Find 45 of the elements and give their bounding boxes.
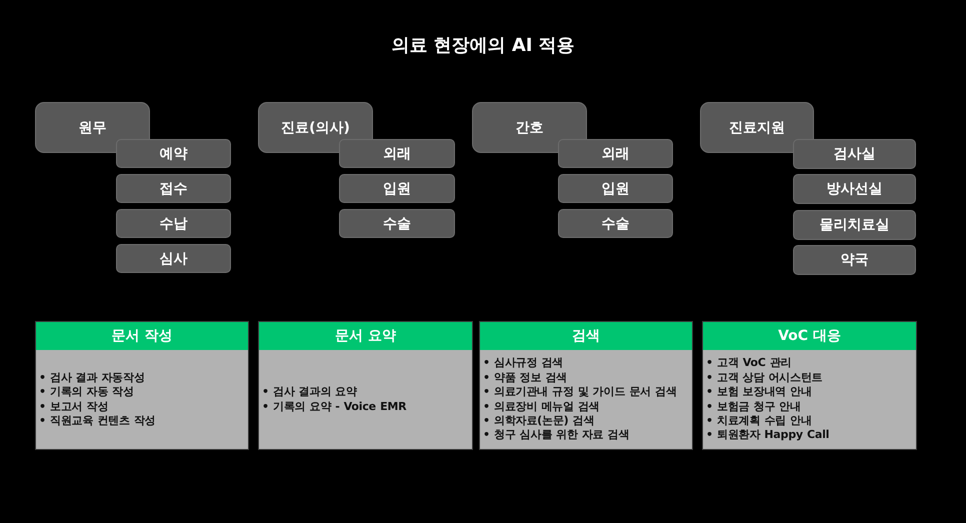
list-item: • 의학자료(논문) 검색: [483, 414, 594, 428]
use-case-card: [258, 321, 473, 450]
category-box: 진료지원: [700, 102, 814, 153]
use-case-card: [479, 321, 693, 450]
list-item: • 고객 상담 어시스턴트: [706, 370, 822, 386]
category-box: 진료(의사): [258, 102, 373, 153]
list-item: • 검사 결과 자동작성: [39, 370, 145, 386]
list-item: • 보고서 작성: [39, 400, 108, 414]
card-header: 문서 요약: [259, 322, 472, 350]
item-box: 수술: [558, 209, 673, 238]
item-box: 외래: [558, 139, 673, 168]
list-item: • 검사 결과의 요약: [262, 385, 357, 400]
item-box: 검사실: [793, 139, 916, 169]
list-item: • 의료장비 메뉴얼 검색: [483, 400, 600, 414]
list-item: • 심사규정 검색: [483, 356, 563, 371]
item-box: 접수: [116, 174, 231, 203]
item-box: 외래: [339, 139, 455, 168]
use-case-card: [702, 321, 917, 450]
item-box: 수납: [116, 209, 231, 238]
item-box: 입원: [339, 174, 455, 203]
item-box: 방사선실: [793, 174, 916, 204]
card-header: 검색: [480, 322, 692, 350]
list-item: • 약품 정보 검색: [483, 370, 568, 386]
category-box: 원무: [35, 102, 150, 153]
card-header: 문서 작성: [36, 322, 248, 350]
item-box: 약국: [793, 245, 916, 275]
list-item: • 청구 심사를 위한 자료 검색: [483, 428, 630, 443]
list-item: • 치료계획 수립 안내: [706, 414, 812, 428]
item-box: 심사: [116, 244, 231, 273]
list-item: • 의료기관내 규정 및 가이드 문서 검색: [483, 385, 677, 400]
list-item: • 보험 보장내역 안내: [706, 385, 812, 400]
list-item: • 직원교육 컨텐츠 작성: [39, 414, 156, 428]
item-box: 물리치료실: [793, 210, 916, 240]
card-header: VoC 대응: [703, 322, 916, 350]
list-item: • 기록의 자동 작성: [39, 385, 134, 400]
list-item: • 보험금 청구 안내: [706, 400, 801, 414]
item-box: 입원: [558, 174, 673, 203]
item-box: 수술: [339, 209, 455, 238]
use-case-card: [35, 321, 249, 450]
category-box: 간호: [472, 102, 587, 153]
list-item: • 퇴원환자 Happy Call: [706, 428, 830, 443]
item-box: 예약: [116, 139, 231, 168]
diagram-title: 의료 현장에의 AI 적용: [390, 34, 576, 57]
list-item: • 고객 VoC 관리: [706, 356, 792, 371]
list-item: • 기록의 요약 - Voice EMR: [262, 400, 406, 414]
